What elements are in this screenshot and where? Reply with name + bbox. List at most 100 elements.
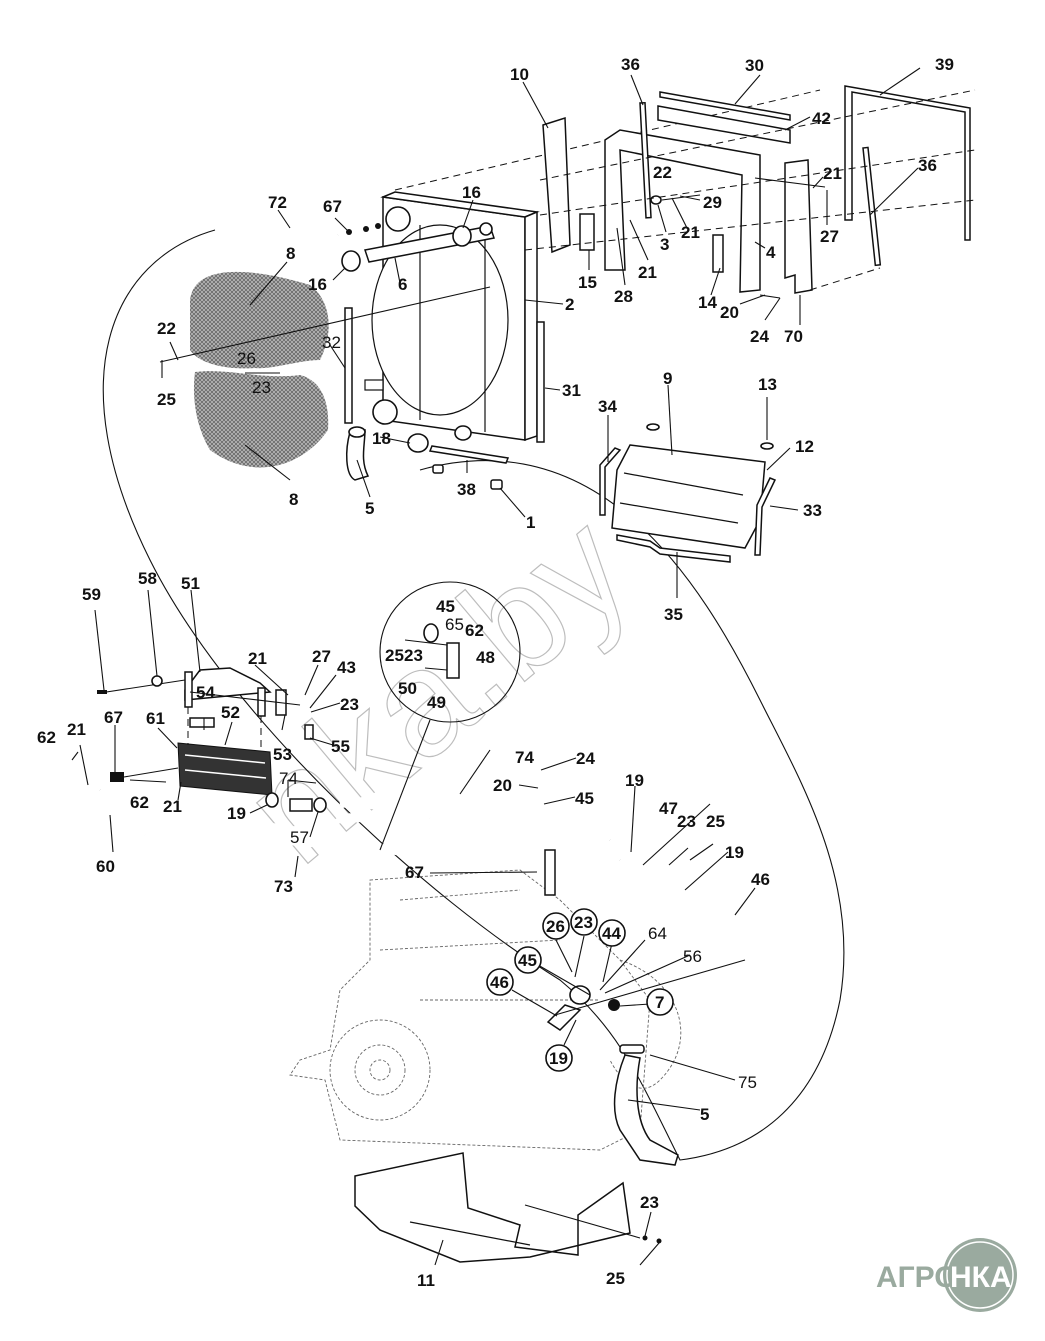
callout-label: 43 [337, 658, 356, 677]
bolt-59 [97, 690, 107, 694]
callout-label: 5 [365, 499, 374, 518]
callout-label: 67 [323, 197, 342, 216]
skid-plate [354, 1152, 631, 1263]
callout-label: 21 [681, 223, 700, 242]
frame-parts [524, 85, 976, 299]
radiator-assembly [341, 89, 821, 490]
cover-9 [611, 444, 766, 549]
seal-34 [599, 447, 622, 516]
callout-label: 67 [405, 863, 424, 882]
callout-label: 33 [803, 501, 822, 520]
clamp-18 [407, 433, 429, 453]
callout-label: 21 [67, 720, 86, 739]
bracket-15 [579, 213, 595, 251]
mount [432, 464, 444, 474]
callout-label: 51 [181, 574, 200, 593]
bar-38 [428, 445, 510, 464]
callout-label: 34 [598, 397, 617, 416]
hose-74 [289, 798, 313, 812]
callout-label: 21 [248, 649, 267, 668]
seal-36 [862, 146, 882, 267]
clamp-16 [452, 225, 472, 247]
fan-shroud-opening [371, 224, 509, 416]
callout-label: 31 [562, 381, 581, 400]
callout-label: 49 [427, 693, 446, 712]
callout-label: 15 [578, 273, 597, 292]
cover-9-assembly [599, 423, 777, 563]
callout-label: 65 [445, 615, 464, 634]
callout-label: 19 [725, 843, 744, 862]
seal-36 [639, 101, 652, 219]
callout-label: 67 [104, 708, 123, 727]
callout-label: 23 [574, 913, 593, 932]
callout-label: 59 [82, 585, 101, 604]
callout-label: 72 [268, 193, 287, 212]
detail-circle [379, 581, 521, 723]
cap-54 [189, 717, 215, 728]
callout-label: 21 [823, 164, 842, 183]
callout-label: 26 [546, 917, 565, 936]
mount-1 [490, 479, 503, 490]
hose-5-lower [613, 1054, 679, 1166]
callout-label: 21 [638, 263, 657, 282]
callout-label: 53 [273, 745, 292, 764]
clamp-16 [341, 250, 361, 272]
callout-label: 60 [96, 857, 115, 876]
coolant-hose-loop [102, 229, 845, 1161]
panel-70 [784, 159, 813, 294]
callout-label: 74 [515, 748, 534, 767]
hose-set [97, 767, 749, 961]
callout-label: 25 [606, 1269, 625, 1288]
seal-39 [844, 85, 971, 241]
fitting-stack [544, 849, 556, 896]
callout-label: 26 [237, 349, 256, 368]
callout-label: 8 [286, 244, 295, 263]
logo-circle [943, 1238, 1017, 1312]
logo-text-left: АГРО [876, 1261, 958, 1294]
callout-label: 20 [493, 776, 512, 795]
callout-label: 12 [795, 437, 814, 456]
callout-label: 2 [565, 295, 574, 314]
callout-label: 24 [576, 749, 595, 768]
hose-5-upper [345, 429, 370, 481]
callout-label: 45 [575, 789, 594, 808]
callout-label: 8 [289, 490, 298, 509]
callout-label: 30 [745, 56, 764, 75]
callout-label: 75 [738, 1073, 757, 1092]
radiator-side [524, 210, 538, 442]
callout-label: 70 [784, 327, 803, 346]
callout-label: 19 [227, 804, 246, 823]
callout-label: 32 [322, 333, 341, 352]
washer-58 [151, 675, 163, 687]
clamp-19 [265, 792, 279, 808]
callout-label: 19 [625, 771, 644, 790]
callout-label: 21 [163, 797, 182, 816]
callout-label: 23 [404, 646, 423, 665]
detail-inset [379, 581, 521, 851]
callout-label: 44 [602, 924, 621, 943]
callout-label: 7 [655, 993, 664, 1012]
strip-30 [659, 91, 791, 121]
callout-label: 58 [138, 569, 157, 588]
callout-label: 16 [308, 275, 327, 294]
seal-32 [344, 307, 353, 424]
callout-label: 64 [648, 924, 667, 943]
callout-label: 13 [758, 375, 777, 394]
seal-31 [536, 321, 545, 443]
callout-label: 42 [812, 109, 831, 128]
callout-label: 46 [490, 973, 509, 992]
callout-label: 36 [621, 55, 640, 74]
tank-52 [177, 742, 273, 796]
callout-label: 62 [130, 793, 149, 812]
callout-label: 56 [683, 947, 702, 966]
engine-block [289, 849, 746, 1166]
callout-label: 54 [196, 683, 215, 702]
callout-label: 22 [157, 319, 176, 338]
clamp-75 [619, 1044, 645, 1054]
clamp-16 [385, 206, 411, 232]
callout-label: 73 [274, 877, 293, 896]
callout-label: 48 [476, 648, 495, 667]
callout-label: 61 [146, 709, 165, 728]
